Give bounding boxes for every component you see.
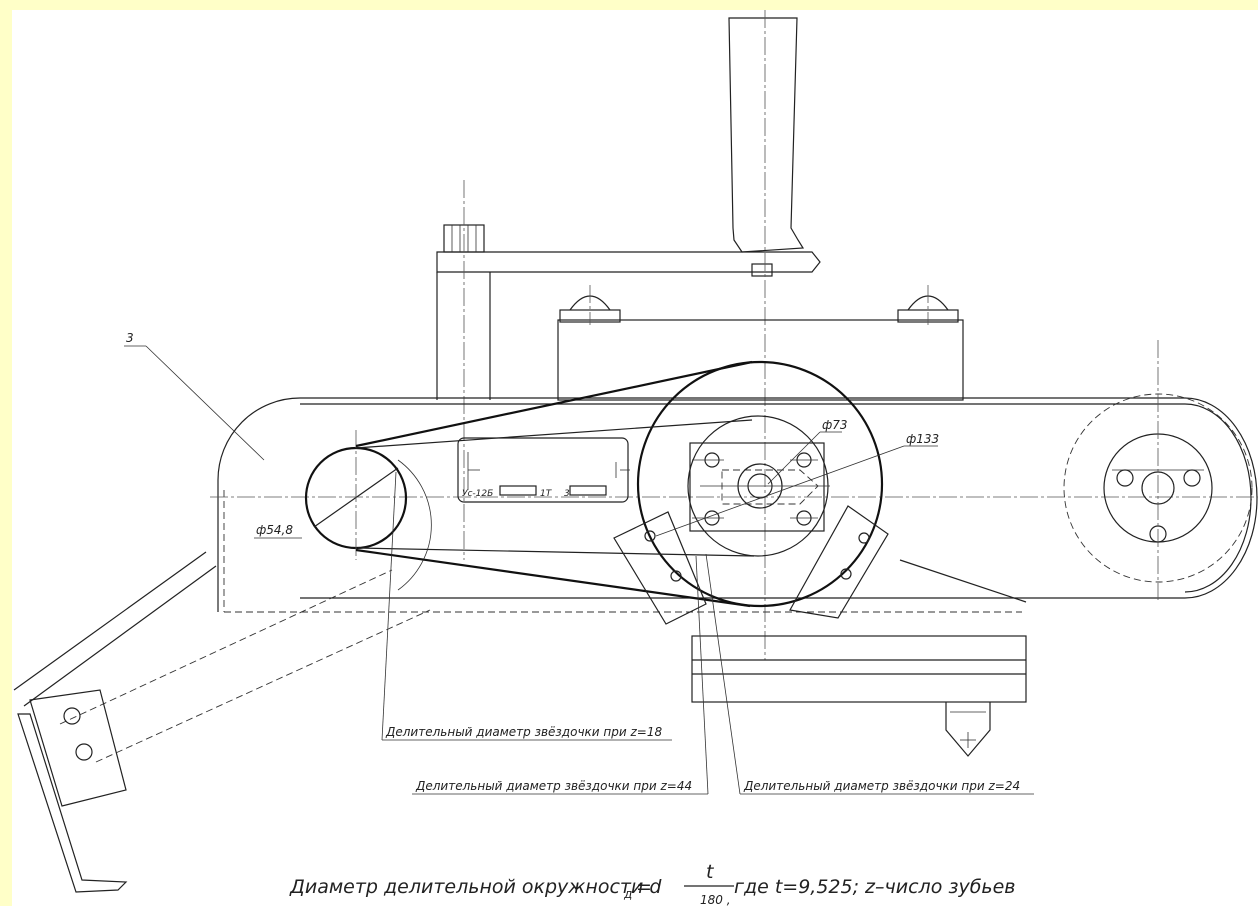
callout-z24: Делительный диаметр звёздочки при z=24 — [743, 779, 1020, 793]
callout-z44: Делительный диаметр звёздочки при z=44 — [415, 779, 692, 793]
technical-drawing: Ус-12Б 1Т 3 — [13, 10, 1258, 906]
formula-suffix: где t=9,525; z–число зубьев — [734, 876, 1016, 898]
formula-equals: = — [636, 876, 652, 898]
formula-denominator: 180 , — [700, 893, 731, 906]
lever-post — [436, 272, 491, 400]
callout-z18: Делительный диаметр звёздочки при z=18 — [385, 725, 662, 739]
dim-small-sprocket: ф54,8 — [254, 523, 302, 539]
lever-arm — [13, 551, 431, 893]
large-sprocket — [636, 360, 884, 608]
main-body — [210, 397, 1258, 613]
dim-large-sprocket-label: ф133 — [906, 432, 939, 446]
callout-leaders — [381, 471, 1034, 795]
handle — [436, 10, 821, 660]
formula-numerator: t — [706, 861, 715, 883]
chain — [355, 360, 755, 608]
dim-hub: ф73 — [767, 418, 848, 485]
knurled-knob — [443, 180, 485, 560]
dim-hub-label: ф73 — [822, 418, 848, 432]
formula-subscript: д — [623, 887, 632, 901]
plate-label-right: 3 — [564, 489, 570, 499]
upper-housing — [557, 285, 964, 401]
part-number: 3 — [126, 331, 134, 345]
tensioner-bracket-right — [789, 505, 889, 619]
part-number-callout: 3 — [124, 331, 265, 461]
name-plate: Ус-12Б 1Т 3 — [457, 437, 630, 503]
dim-small-sprocket-label: ф54,8 — [256, 523, 293, 537]
right-pulley — [1063, 340, 1253, 600]
plate-label-mid: 1Т — [540, 489, 553, 499]
formula: Диаметр делительной окружности d д = t 1… — [289, 861, 1016, 906]
tensioner-bracket-left — [613, 511, 707, 625]
drawing-sheet: Ус-12Б 1Т 3 — [12, 10, 1258, 906]
dim-large-sprocket: ф133 — [655, 432, 939, 537]
plate-label-left: Ус-12Б — [462, 489, 493, 499]
formula-prefix: Диаметр делительной окружности d — [289, 876, 662, 898]
small-sprocket — [304, 430, 432, 591]
lower-housing — [691, 559, 1027, 757]
